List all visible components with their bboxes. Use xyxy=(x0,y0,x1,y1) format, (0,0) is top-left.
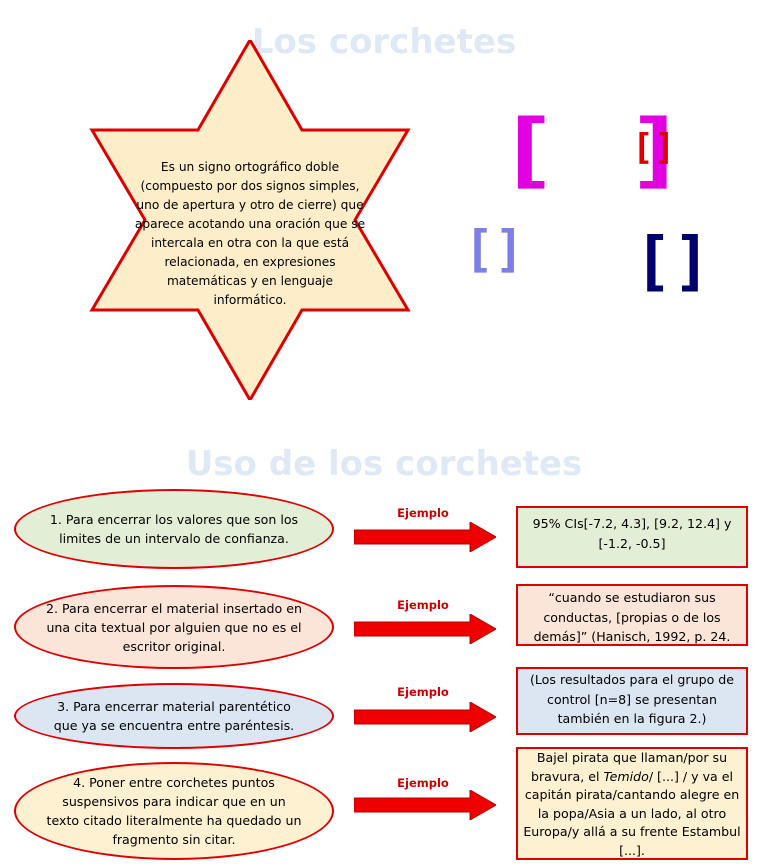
use-text-4: 4. Poner entre corchetes puntos suspensi… xyxy=(46,775,302,847)
arrow-right-icon xyxy=(354,702,496,732)
use-text-3: 3. Para encerrar material parentético qu… xyxy=(53,699,295,733)
example-text-4-start: Bajel pirata que llaman/por su bravura, … xyxy=(530,750,728,784)
bracket-sample-navy: [] xyxy=(634,225,712,299)
example-box-4: Bajel pirata que llaman/por su bravura, … xyxy=(516,747,748,860)
use-oval-4: 4. Poner entre corchetes puntos suspensi… xyxy=(14,762,334,860)
page-title: Los corchetes xyxy=(251,22,517,62)
ejemplo-label-1: Ejemplo xyxy=(397,506,449,520)
use-text-2: 2. Para encerrar el material insertado e… xyxy=(46,600,302,654)
bracket-sample-lavender: [] xyxy=(464,220,525,278)
example-text-2: “cuando se estudiaron sus conductas, [pr… xyxy=(533,590,731,644)
arrow-right-icon xyxy=(354,522,496,552)
example-text-1: 95% CIs[-7.2, 4.3], [9.2, 12.4] y [-1.2,… xyxy=(532,516,732,551)
use-text-1: 1. Para encerrar los valores que son los… xyxy=(49,512,299,546)
arrow-right-icon xyxy=(354,790,496,820)
section-title: Uso de los corchetes xyxy=(185,444,583,484)
ejemplo-label-3: Ejemplo xyxy=(397,685,449,699)
definition-text: Es un signo ortográfico doble (compuesto… xyxy=(134,160,366,307)
example-text-4-end: / [...] / y va el capitán pirata/cantand… xyxy=(523,768,741,858)
example-text-3: (Los resultados para el grupo de control… xyxy=(529,672,735,726)
example-text-4-italic: Temido xyxy=(603,768,649,784)
use-oval-1: 1. Para encerrar los valores que son los… xyxy=(14,489,334,569)
six-point-star-shape xyxy=(89,40,411,400)
example-box-3: (Los resultados para el grupo de control… xyxy=(516,667,748,735)
use-oval-3: 3. Para encerrar material parentético qu… xyxy=(14,683,334,749)
ejemplo-label-4: Ejemplo xyxy=(397,776,449,790)
example-box-2: “cuando se estudiaron sus conductas, [pr… xyxy=(516,584,748,646)
bracket-sample-magenta: [ ] xyxy=(496,103,689,198)
arrow-right-icon xyxy=(354,614,496,644)
ejemplo-label-2: Ejemplo xyxy=(397,598,449,612)
example-box-1: 95% CIs[-7.2, 4.3], [9.2, 12.4] y [-1.2,… xyxy=(516,506,748,568)
use-oval-2: 2. Para encerrar el material insertado e… xyxy=(14,585,334,669)
bracket-sample-red: [] xyxy=(632,127,676,168)
